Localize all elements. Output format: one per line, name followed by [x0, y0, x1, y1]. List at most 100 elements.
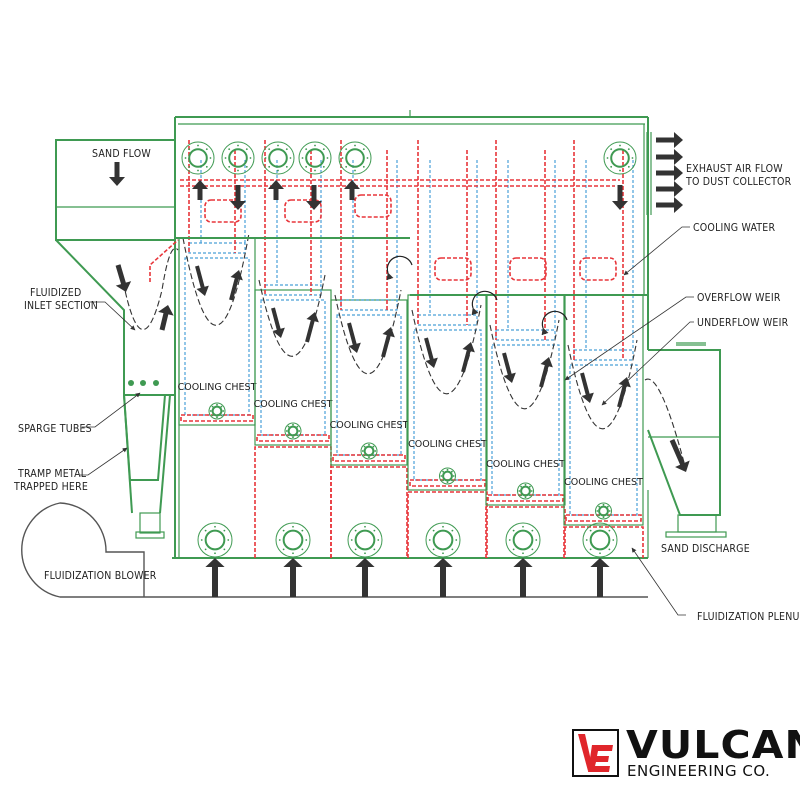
sparge-tube: [153, 380, 159, 386]
flange-bolt: [296, 434, 299, 437]
flange-bolt: [277, 169, 279, 172]
flange-bolt: [452, 475, 455, 477]
label-fluidized-1: FLUIDIZED: [30, 287, 81, 299]
discharge-flow-path: [644, 378, 687, 471]
flange-bolt: [205, 165, 208, 168]
flange-icon: [425, 522, 461, 558]
label-sand-flow: SAND FLOW: [92, 148, 151, 160]
arrow-icon: [381, 327, 395, 358]
flange-bolt: [216, 416, 218, 419]
flange-bore: [589, 529, 611, 551]
flange-bolt: [305, 148, 308, 151]
label-overflow-weir: OVERFLOW WEIR: [697, 292, 781, 304]
flange-bolt: [277, 144, 279, 147]
flange-outer: [425, 522, 461, 558]
inlet-water-pipe: [149, 239, 179, 282]
flange-icon: [284, 422, 302, 440]
overflow-arc-arrow: [541, 310, 568, 336]
flange-bolt: [374, 450, 377, 452]
vulcan-logo: VULCAN ENGINEERING CO.: [572, 723, 800, 781]
label-sparge-tubes: SPARGE TUBES: [18, 423, 92, 435]
label-fluidization-plenum: FLUIDIZATION PLENUM: [697, 611, 800, 623]
flange-bolt: [209, 157, 212, 159]
flange-bolt: [372, 445, 375, 448]
flange-bore: [287, 425, 299, 437]
coil-box: [413, 329, 482, 481]
arrow-icon: [229, 270, 243, 301]
flange-bolt: [209, 410, 212, 412]
flange-bolt: [184, 157, 187, 159]
arrow-icon: [424, 337, 438, 368]
cooling-chest: COOLING CHEST: [407, 140, 488, 558]
flange-bolt: [223, 548, 226, 551]
flange-outer: [298, 141, 332, 175]
cooling-chest: COOLING CHEST: [485, 140, 566, 558]
inlet-flow-path: [119, 247, 179, 330]
chest-flow-path: [567, 339, 638, 430]
overflow-arc-arrow: [471, 290, 498, 316]
flange-bore: [228, 148, 248, 168]
flange-bore: [211, 405, 223, 417]
arrow-icon: [205, 558, 225, 597]
flange-outer: [360, 442, 378, 460]
arrow-icon: [669, 438, 690, 472]
flange-bore: [188, 148, 208, 168]
flange-outer: [181, 141, 215, 175]
flange-bolt: [512, 548, 515, 551]
flange-icon: [517, 482, 534, 500]
flange-bore: [268, 148, 288, 168]
flange-bolt: [518, 490, 521, 492]
flange-bolt: [531, 548, 534, 551]
flange-bolt: [451, 529, 454, 532]
flange-bolt: [305, 539, 308, 541]
flange-bolt: [627, 148, 630, 151]
flange-bolt: [326, 157, 329, 159]
flange-bolt: [282, 529, 285, 532]
flange-outer: [208, 402, 226, 420]
flange-bolt: [296, 425, 299, 428]
label-exhaust-1: EXHAUST AIR FLOW: [686, 163, 783, 175]
flange-outer: [347, 522, 383, 558]
flange-icon: [595, 502, 612, 520]
flange-bolt: [362, 148, 365, 151]
flange-outer: [517, 482, 534, 500]
flange-bolt: [451, 479, 453, 482]
flange-bolt: [345, 148, 348, 151]
discharge-hopper: [647, 295, 727, 538]
flange-bolt: [287, 434, 290, 437]
flange-bolt: [524, 483, 527, 486]
water-box: [434, 257, 472, 281]
plenum-partition: [407, 491, 488, 558]
flange-bolt: [520, 485, 522, 488]
flange-bolt: [237, 169, 239, 172]
flange-bolt: [228, 165, 231, 168]
flange-bolt: [285, 148, 288, 151]
chest-label: COOLING CHEST: [178, 382, 257, 393]
arrow-icon: [115, 264, 132, 292]
flange-bolt: [529, 485, 531, 488]
flange-bolt: [354, 144, 356, 147]
chest-flow-path: [182, 232, 250, 326]
flange-bolt: [314, 144, 316, 147]
arrow-icon: [230, 185, 246, 210]
flange-icon: [261, 141, 295, 175]
fluidization-blower: [21, 502, 648, 598]
flange-bolt: [446, 481, 449, 484]
flange-bore: [363, 445, 375, 457]
flange-bolt: [377, 539, 380, 541]
flange-bolt: [508, 539, 511, 541]
flange-bolt: [268, 165, 271, 168]
flange-icon: [181, 141, 215, 175]
coil-box: [491, 344, 560, 496]
flange-bore: [598, 505, 609, 517]
arrow-icon: [195, 265, 209, 296]
flange-bolt: [228, 148, 231, 151]
chest-label: COOLING CHEST: [254, 399, 333, 410]
flange-bolt: [341, 157, 344, 159]
flange-bolt: [222, 410, 225, 412]
flange-outer: [582, 522, 618, 558]
flange-bolt: [608, 510, 611, 512]
flange-bolt: [619, 169, 621, 172]
flange-bolt: [362, 165, 365, 168]
